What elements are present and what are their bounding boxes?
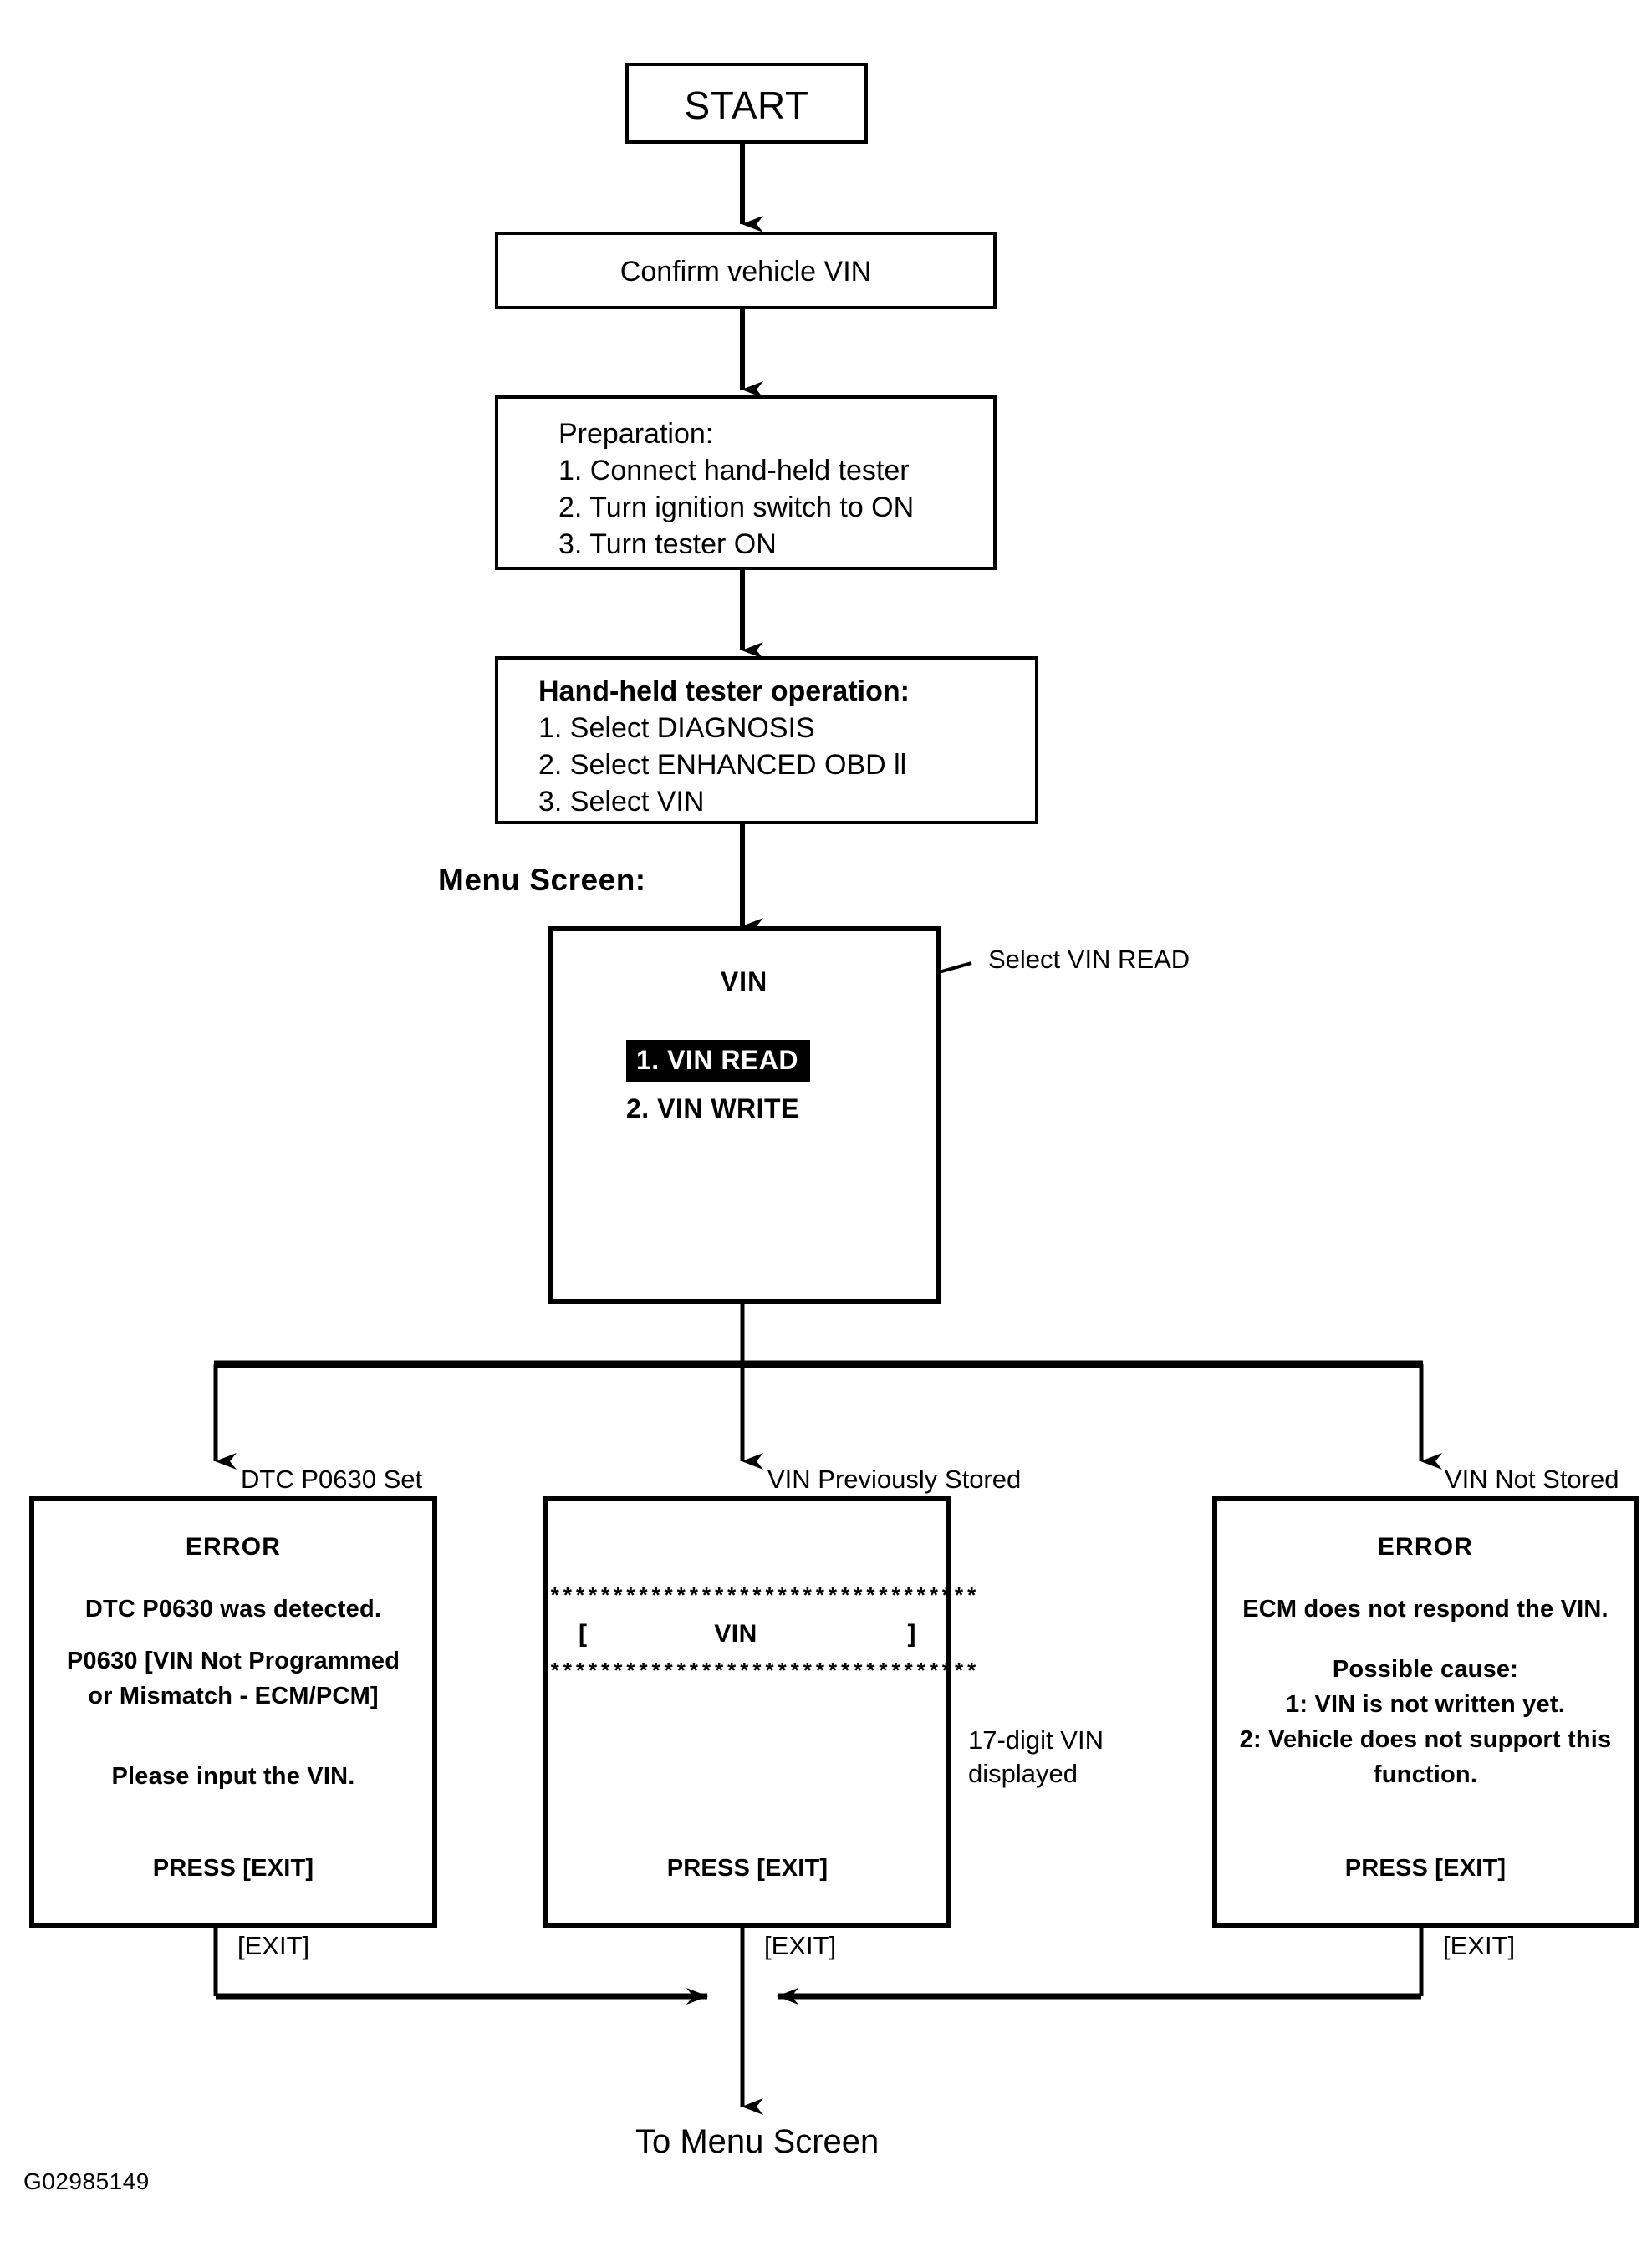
vin-display-bracket-close: ]	[907, 1620, 916, 1648]
screen-error-no-vin: ERROR ECM does not respond the VIN. Poss…	[1212, 1496, 1639, 1928]
exit-label-right: [EXIT]	[1443, 1931, 1516, 1960]
node-start-label: START	[684, 84, 809, 127]
menu-item-vin-read[interactable]: 1. VIN READ	[626, 1040, 810, 1082]
node-confirm-vin-label: Confirm vehicle VIN	[620, 256, 872, 288]
tester-operation-step-2: 2. Select ENHANCED OBD ll	[538, 749, 907, 781]
node-confirm-vin: Confirm vehicle VIN	[495, 232, 997, 309]
error-dtc-line-2: P0630 [VIN Not Programmed	[66, 1648, 400, 1674]
preparation-step-3: 3. Turn tester ON	[558, 528, 777, 560]
vin-display-bracket-open: [	[579, 1620, 588, 1648]
menu-screen-title: VIN	[720, 966, 768, 996]
error-no-vin-footer: PRESS [EXIT]	[1344, 1855, 1507, 1882]
branch-label-vin-previously-stored: VIN Previously Stored	[767, 1465, 1022, 1494]
node-preparation-body: Preparation: 1. Connect hand-held tester…	[558, 415, 985, 563]
figure-id: G02985149	[23, 2168, 150, 2194]
error-dtc-footer: PRESS [EXIT]	[152, 1855, 314, 1882]
screen-vin-display: ********************************** [ VIN…	[543, 1496, 978, 1928]
vin-display-stars-bottom: **********************************	[548, 1660, 978, 1685]
preparation-step-1: 1. Connect hand-held tester	[558, 455, 910, 487]
callout-select-vin-read: Select VIN READ	[988, 945, 1191, 974]
menu-screen-section-label: Menu Screen:	[438, 863, 646, 897]
node-preparation: Preparation: 1. Connect hand-held tester…	[495, 395, 997, 570]
preparation-step-2: 2. Turn ignition switch to ON	[558, 492, 915, 523]
error-no-vin-title: ERROR	[1377, 1533, 1474, 1561]
error-no-vin-line-5: function.	[1373, 1761, 1478, 1788]
error-dtc-line-3: or Mismatch - ECM/PCM]	[88, 1683, 379, 1709]
vin-display-footer: PRESS [EXIT]	[666, 1855, 829, 1882]
node-tester-operation: Hand-held tester operation: 1. Select DI…	[495, 656, 1038, 824]
branch-label-dtc-set: DTC P0630 Set	[241, 1465, 423, 1494]
error-no-vin-line-4: 2: Vehicle does not support this	[1239, 1726, 1612, 1753]
callout-17-digit-vin: 17-digit VIN displayed	[968, 1725, 1104, 1788]
error-dtc-line-4: Please input the VIN.	[111, 1763, 355, 1790]
error-dtc-line-1: DTC P0630 was detected.	[84, 1596, 382, 1623]
tester-operation-step-3: 3. Select VIN	[538, 786, 705, 818]
menu-item-vin-read-wrap[interactable]: 1. VIN READ	[626, 1040, 810, 1082]
vin-display-value: VIN	[714, 1620, 757, 1648]
error-no-vin-line-1: ECM does not respond the VIN.	[1242, 1596, 1609, 1623]
branch-label-vin-not-stored: VIN Not Stored	[1445, 1465, 1619, 1494]
tail-to-menu-screen: To Menu Screen	[635, 2123, 880, 2160]
preparation-heading: Preparation:	[558, 418, 714, 450]
menu-item-vin-write[interactable]: 2. VIN WRITE	[626, 1093, 799, 1123]
error-no-vin-line-2: Possible cause:	[1332, 1656, 1519, 1683]
error-no-vin-line-3: 1: VIN is not written yet.	[1286, 1691, 1565, 1718]
menu-screen-items: 1. VIN READ 2. VIN WRITE	[626, 1040, 810, 1124]
vin-display-row: [ VIN ]	[579, 1620, 916, 1648]
tester-operation-heading: Hand-held tester operation:	[538, 675, 910, 707]
node-start: START	[625, 63, 868, 144]
vin-display-stars-top: **********************************	[548, 1585, 978, 1610]
error-dtc-title: ERROR	[185, 1533, 282, 1561]
exit-label-middle: [EXIT]	[764, 1931, 837, 1960]
tester-operation-step-1: 1. Select DIAGNOSIS	[538, 712, 815, 744]
screen-menu-vin[interactable]: VIN 1. VIN READ 2. VIN WRITE	[548, 926, 941, 1304]
exit-label-left: [EXIT]	[237, 1931, 310, 1960]
node-tester-operation-body: Hand-held tester operation: 1. Select DI…	[538, 673, 1027, 820]
screen-error-dtc: ERROR DTC P0630 was detected. P0630 [VIN…	[29, 1496, 437, 1928]
menu-item-vin-write-wrap[interactable]: 2. VIN WRITE	[626, 1093, 810, 1124]
